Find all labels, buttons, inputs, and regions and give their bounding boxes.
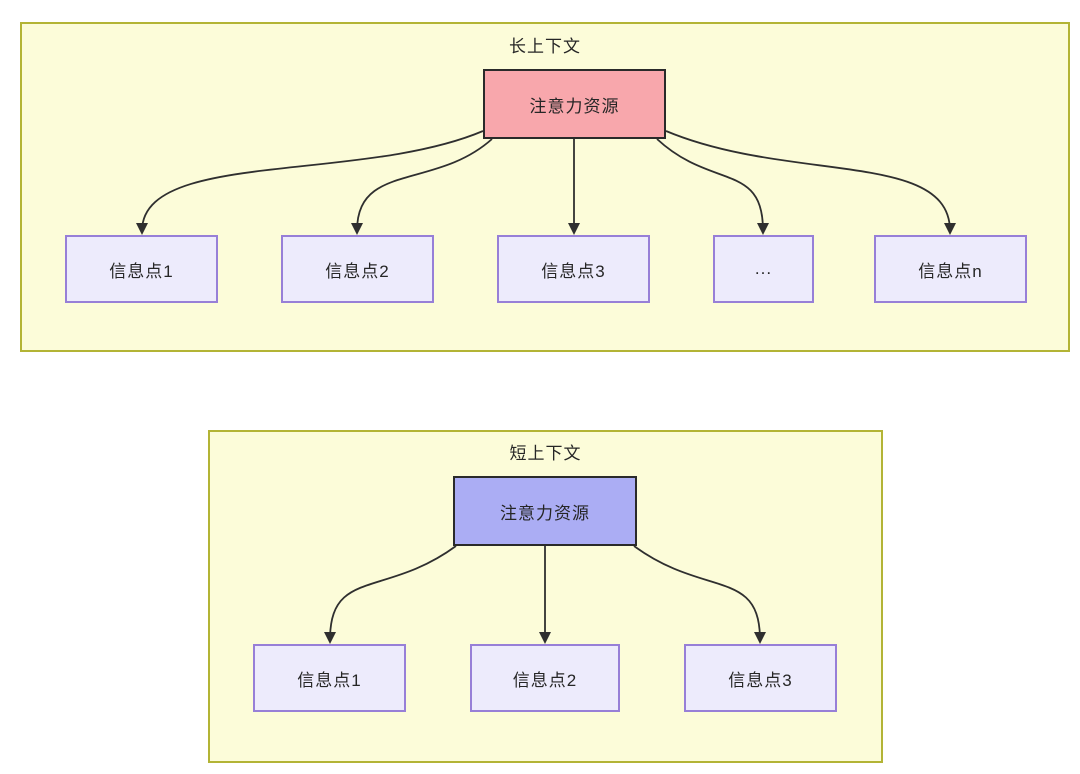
- info-node: 信息点3: [684, 644, 837, 712]
- short-context-title: 短上下文: [509, 444, 582, 463]
- info-node: 信息点1: [253, 644, 406, 712]
- attention-node-long: 注意力资源: [483, 69, 666, 139]
- attention-node-short: 注意力资源: [453, 476, 637, 546]
- info-node: 信息点2: [470, 644, 620, 712]
- info-node: 信息点3: [497, 235, 650, 303]
- info-node: ...: [713, 235, 814, 303]
- info-node: 信息点2: [281, 235, 434, 303]
- long-context-title: 长上下文: [509, 37, 581, 56]
- info-node: 信息点n: [874, 235, 1027, 303]
- info-node: 信息点1: [65, 235, 218, 303]
